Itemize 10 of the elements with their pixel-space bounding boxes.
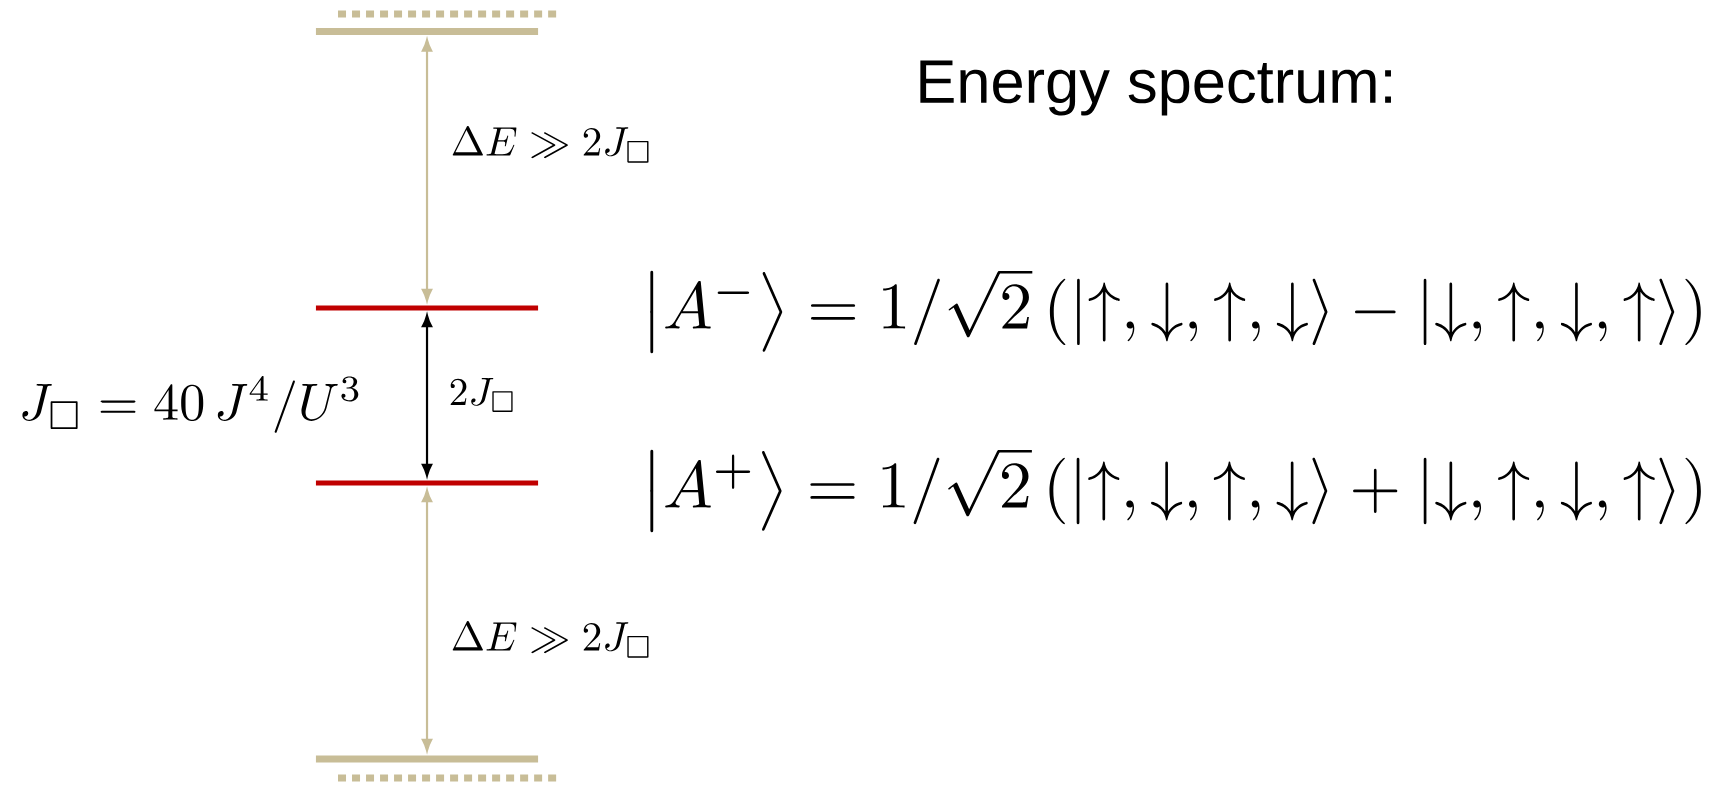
edge-label: $\Delta E \gg 2J_{\square}$ <box>452 126 649 163</box>
edge-label: $2J_{\square}$ <box>450 378 513 412</box>
double-arrow <box>421 39 433 302</box>
double-arrow <box>421 314 433 477</box>
state-equation: $\bigl|A^{+}\bigr\rangle = 1/\sqrt{2}\,(|{\uparrow},{\downarrow},{\uparrow},{\downarrow}\rangle + |{\downarrow},{\uparrow},{\downarrow},{\uparrow}\rangle)$ <box>650 449 1701 533</box>
formula-label: $J_{\square} = 40\,J^{4}/U^{3}$ <box>22 376 359 433</box>
double-arrow <box>421 489 433 752</box>
edge-label: $\Delta E \gg 2J_{\square}$ <box>452 621 649 658</box>
state-equation: $\bigl|A^{-}\bigr\rangle = 1/\sqrt{2}\,(|{\uparrow},{\downarrow},{\uparrow},{\downarrow}\rangle - |{\downarrow},{\uparrow},{\downarrow},{\uparrow}\rangle)$ <box>650 270 1701 354</box>
title: Energy spectrum: <box>920 60 1391 116</box>
